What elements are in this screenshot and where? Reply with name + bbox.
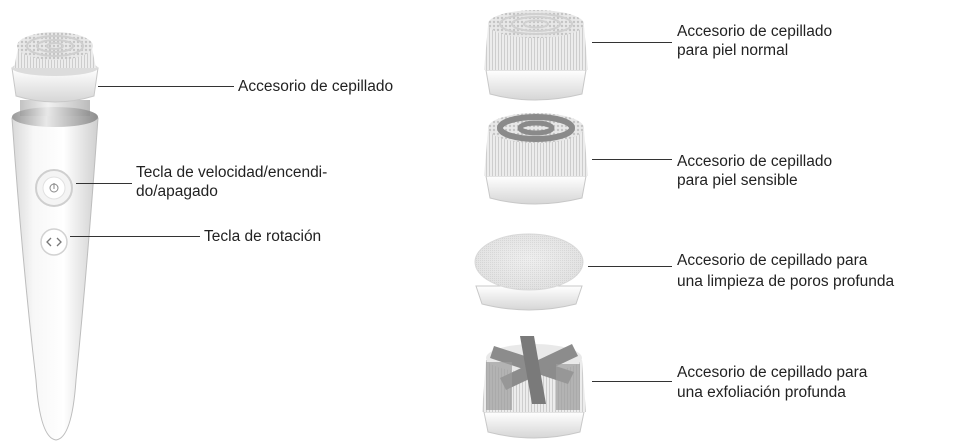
callout-line-attachment-3	[588, 266, 672, 267]
callout-line-attachment-4	[592, 381, 672, 382]
callout-line-power	[76, 183, 132, 184]
device-brush-head	[11, 32, 99, 103]
attachment-2-line1: Accesorio de cepillado	[677, 153, 833, 170]
brush-label: Accesorio de cepillado	[238, 78, 394, 95]
callout-line-attachment-2	[592, 159, 672, 160]
cleansing-device	[11, 32, 99, 441]
power-button	[35, 169, 73, 207]
attachment-4-line1: Accesorio de cepillado para	[677, 364, 868, 381]
power-key-label-line2: do/apagado	[136, 183, 218, 200]
callout-line-attachment-1	[592, 42, 672, 43]
power-key-label-line1: Tecla de velocidad/encendi-	[136, 164, 328, 181]
callout-line-brush	[98, 86, 234, 87]
attachment-4-line2: una exfoliación profunda	[677, 384, 846, 401]
attachment-3-line2: una limpieza de poros profunda	[677, 273, 895, 290]
attachment-deep-pore	[474, 233, 584, 311]
rotation-button	[40, 228, 68, 256]
attachment-3-line1: Accesorio de cepillado para	[677, 252, 868, 269]
rotation-key-label: Tecla de rotación	[204, 228, 322, 245]
attachment-exfoliation	[482, 336, 586, 439]
attachment-1-line2: para piel normal	[677, 42, 789, 59]
attachment-normal-skin	[484, 10, 588, 101]
attachment-2-line2: para piel sensible	[677, 172, 798, 189]
attachment-sensitive-skin	[484, 113, 588, 205]
callout-line-rotation	[70, 236, 200, 237]
device-body	[11, 110, 99, 441]
attachment-1-line1: Accesorio de cepillado	[677, 23, 833, 40]
